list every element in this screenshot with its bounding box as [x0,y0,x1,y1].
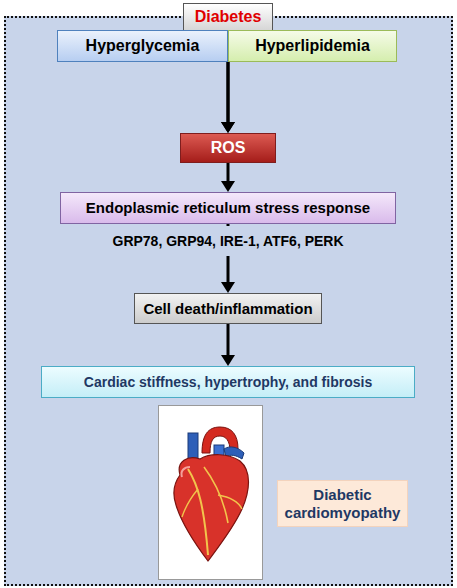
flow-arrow [221,62,235,133]
condition-box: Hyperglycemia [57,30,228,62]
flow-arrow [221,62,235,133]
node-text: Hyperglycemia [86,37,200,55]
node-text: Hyperlipidemia [255,37,370,55]
node-text: Endoplasmic reticulum stress response [86,199,370,216]
node-text: Diabetes [195,8,262,26]
result-box: Diabetic cardiomyopathy [277,480,408,527]
process-box: Endoplasmic reticulum stress response [60,192,396,224]
heart-illustration [158,405,263,580]
outcome-box: Cardiac stiffness, hypertrophy, and fibr… [41,366,415,398]
condition-box: Hyperlipidemia [228,30,397,62]
flow-arrow [221,324,235,366]
node-text: Cell death/inflammation [143,300,312,317]
flow-arrow [221,163,235,192]
node-text: ROS [211,139,246,157]
process-box: Cell death/inflammation [134,293,322,324]
node-text: Diabetic cardiomyopathy [278,486,407,521]
category-box: Diabetes [183,3,273,31]
process-box: ROS [180,133,276,163]
node-text: Cardiac stiffness, hypertrophy, and fibr… [84,374,372,390]
protein-list: GRP78, GRP94, IRE-1, ATF6, PERK [109,226,348,256]
